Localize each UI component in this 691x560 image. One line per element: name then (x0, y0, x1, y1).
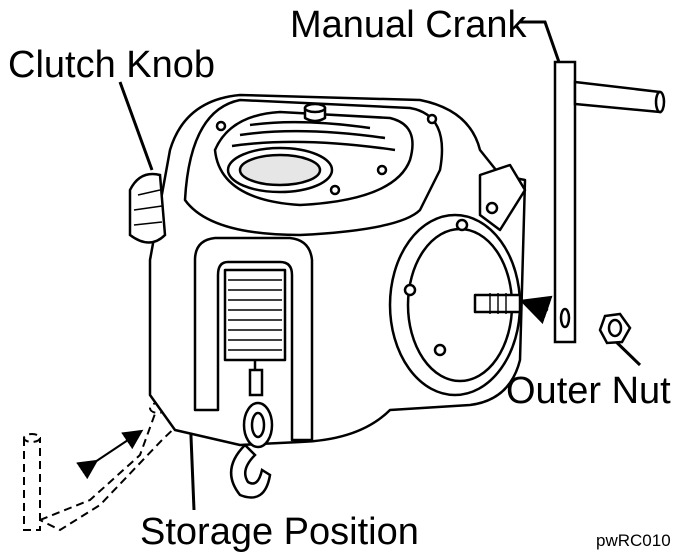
figure-code: pwRC010 (596, 531, 671, 550)
label-outer-nut: Outer Nut (506, 370, 671, 412)
outer-nut-icon (598, 312, 632, 345)
hook-icon (230, 360, 274, 499)
storage-pin-icon (23, 393, 186, 532)
label-manual-crank: Manual Crank (290, 4, 527, 46)
winch-body-icon (148, 93, 527, 447)
insert-arrow-icon (519, 295, 553, 325)
leader-clutch-knob (118, 81, 154, 171)
label-clutch-knob: Clutch Knob (8, 44, 216, 86)
manual-crank-icon (553, 60, 666, 344)
clutch-knob-icon (128, 172, 167, 244)
leader-manual-crank (520, 20, 562, 66)
double-arrow-icon (76, 429, 144, 480)
label-storage-position: Storage Position (140, 511, 419, 553)
